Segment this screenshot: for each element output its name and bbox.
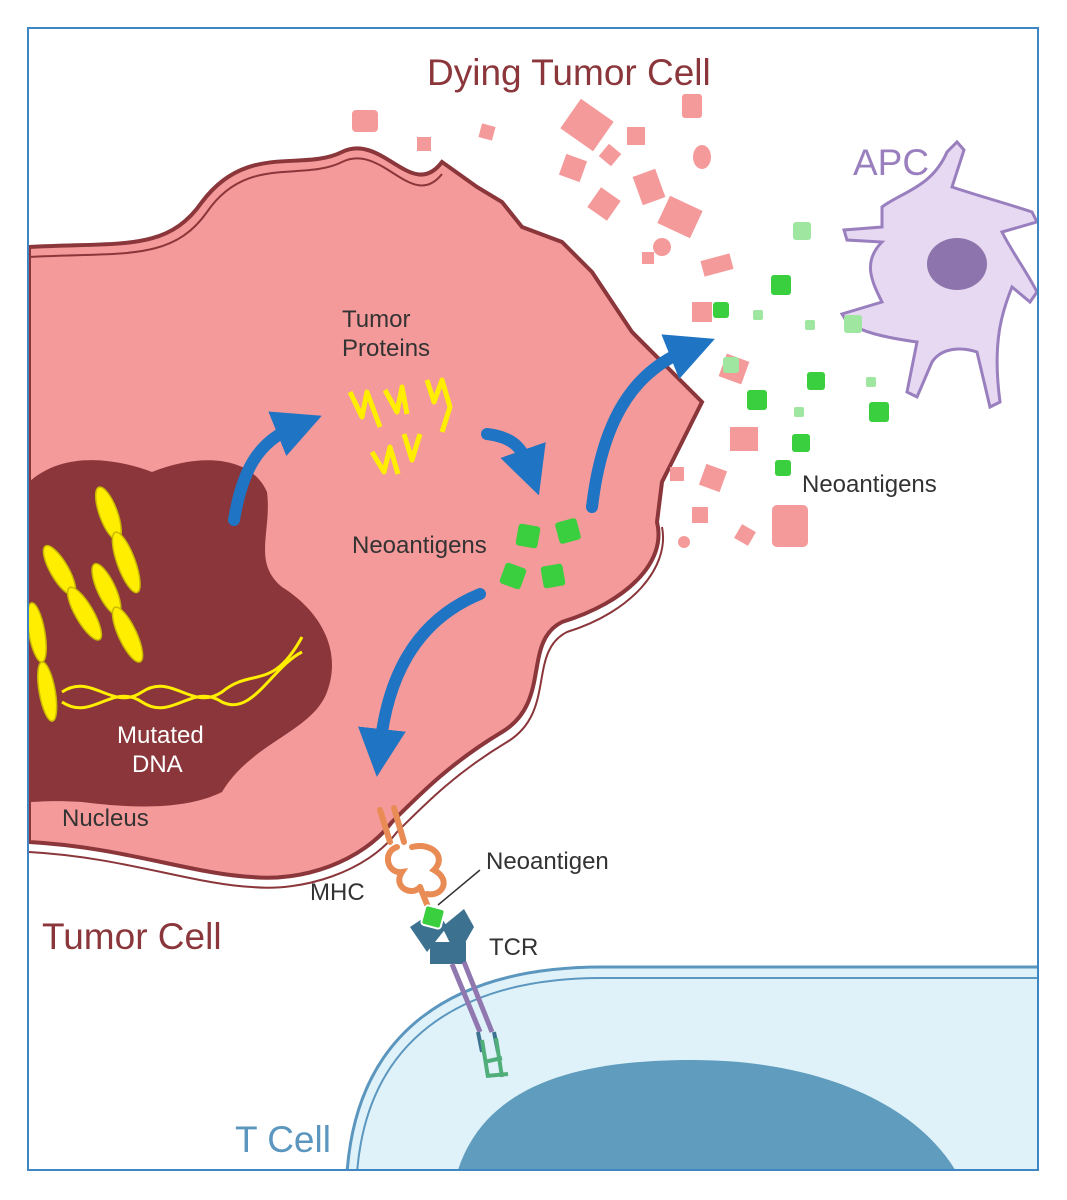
arrow-proteins-to-neoantigens bbox=[481, 428, 546, 496]
mutated-dna-helix bbox=[61, 636, 304, 710]
arrow-neoantigens-release bbox=[586, 334, 715, 513]
neoantigen-leader-line bbox=[437, 869, 481, 906]
apc-title: APC bbox=[853, 142, 929, 183]
mhc-label: MHC bbox=[310, 879, 365, 906]
t-cell bbox=[345, 965, 1037, 1169]
t-cell-nucleus bbox=[458, 1060, 955, 1169]
neoantigens-inside bbox=[499, 518, 581, 590]
nucleus-label: Nucleus bbox=[62, 805, 149, 832]
dying-tumor-cell-title: Dying Tumor Cell bbox=[427, 52, 711, 93]
nucleus bbox=[29, 460, 332, 807]
tumor-cell-title: Tumor Cell bbox=[42, 916, 222, 957]
tumor-proteins-label-2: Proteins bbox=[342, 335, 430, 362]
tcr-label: TCR bbox=[489, 934, 538, 961]
arrow-dna-to-proteins bbox=[228, 411, 322, 526]
apc-nucleus bbox=[927, 238, 987, 290]
cell-debris bbox=[352, 94, 808, 548]
mutated-dna-label-2: DNA bbox=[132, 751, 183, 778]
mhc-molecule bbox=[377, 805, 447, 910]
chromosomes bbox=[29, 486, 144, 722]
apc-cell bbox=[839, 139, 1037, 410]
arrow-neoantigens-to-mhc bbox=[358, 588, 486, 777]
diagram-canvas: Dying Tumor Cell APC Tumor Proteins Neoa… bbox=[29, 52, 1037, 1169]
diagram-frame: Dying Tumor Cell APC Tumor Proteins Neoa… bbox=[27, 27, 1039, 1171]
neoantigens-outside-label: Neoantigens bbox=[802, 471, 937, 498]
tumor-proteins bbox=[347, 377, 453, 475]
tumor-proteins-label-1: Tumor bbox=[342, 306, 410, 333]
neoantigens-outside bbox=[713, 222, 889, 476]
neoantigens-inside-label: Neoantigens bbox=[352, 532, 487, 559]
cd3-complex bbox=[480, 1037, 509, 1078]
process-arrows bbox=[228, 334, 715, 777]
t-cell-title: T Cell bbox=[235, 1119, 331, 1160]
neoantigen-label: Neoantigen bbox=[486, 848, 609, 875]
bound-neoantigen bbox=[420, 869, 481, 930]
mutated-dna-label-1: Mutated bbox=[117, 722, 204, 749]
